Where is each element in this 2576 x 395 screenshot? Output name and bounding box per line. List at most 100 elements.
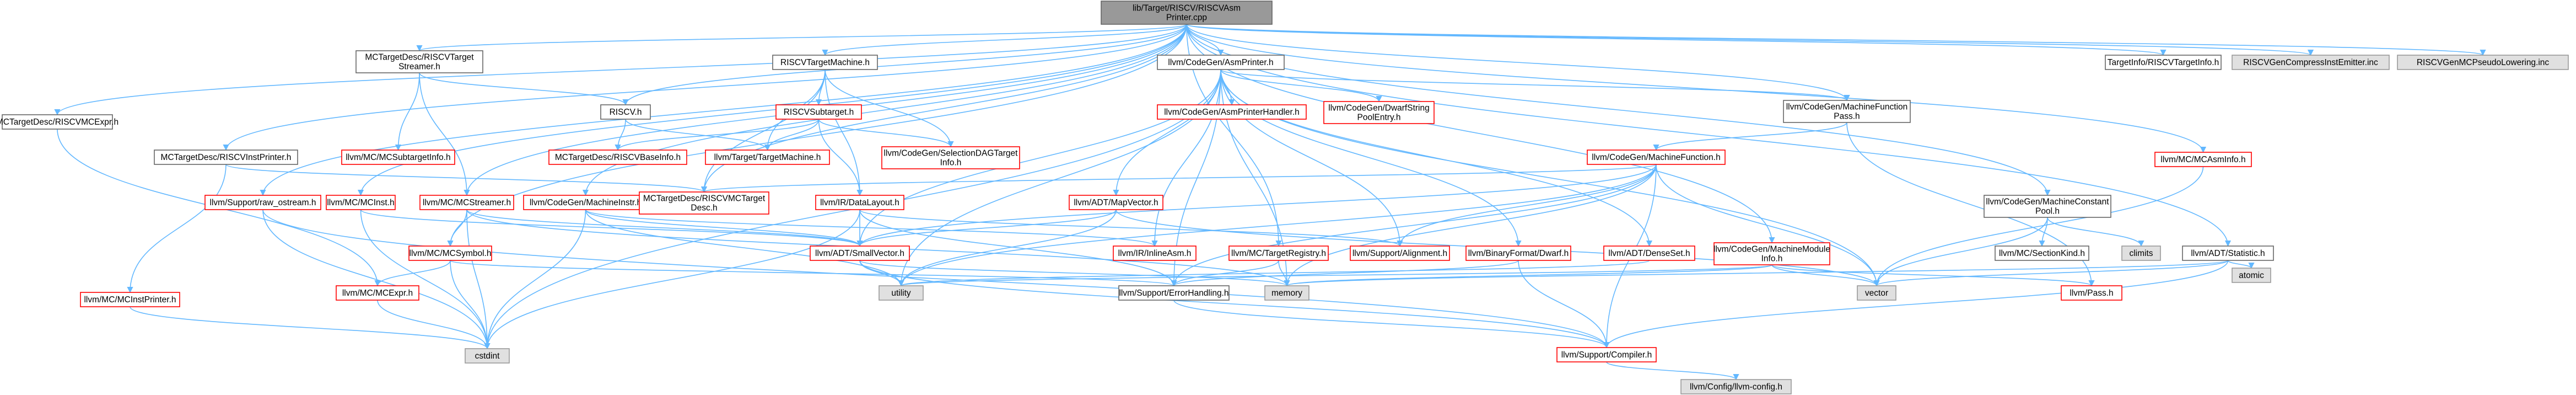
node-label: llvm/Target/TargetMachine.h bbox=[714, 153, 821, 162]
edge-compiler_h-to-llvmconfig_h bbox=[1606, 361, 1739, 381]
node-label: Info.h bbox=[940, 158, 962, 168]
edge-machinefunction_h-to-errorhandling_h bbox=[1171, 164, 1657, 287]
node-asmprinterhandler-h[interactable]: llvm/CodeGen/AsmPrinterHandler.h bbox=[1157, 104, 1307, 120]
node-mcstreamer-h[interactable]: llvm/MC/MCStreamer.h bbox=[419, 195, 514, 210]
edge-root-to-targetinfo_h bbox=[1186, 24, 2166, 56]
node-errorhandling-h[interactable]: llvm/Support/ErrorHandling.h bbox=[1118, 285, 1230, 301]
node-label: llvm/CodeGen/MachineFunction bbox=[1786, 103, 1908, 112]
node-densemapinfo-h[interactable]: llvm/ADT/DenseSet.h bbox=[1603, 245, 1695, 261]
edge-asmprinter_h-to-dwarfstring_h bbox=[1220, 69, 1382, 103]
node-box bbox=[355, 50, 483, 73]
node-compress-inc[interactable]: RISCVGenCompressInstEmitter.inc bbox=[2232, 55, 2390, 70]
edge-root-to-streamer_h bbox=[416, 24, 1187, 52]
node-inlineasm-h[interactable]: llvm/IR/InlineAsm.h bbox=[1113, 245, 1197, 261]
node-box bbox=[1713, 242, 1830, 265]
node-mcsubtargetinfo-h[interactable]: llvm/MC/MCSubtargetInfo.h bbox=[341, 150, 455, 165]
node-label: memory bbox=[1271, 289, 1302, 298]
node-label: Pool.h bbox=[2035, 207, 2060, 216]
node-label: llvm/IR/DataLayout.h bbox=[820, 198, 899, 207]
node-machinefunction-h[interactable]: llvm/CodeGen/MachineFunction.h bbox=[1587, 150, 1726, 165]
node-label: atomic bbox=[2239, 271, 2264, 280]
node-llvmconfig-h[interactable]: llvm/Config/llvm-config.h bbox=[1680, 379, 1792, 394]
node-label: RISCV.h bbox=[610, 108, 642, 117]
edge-machineinstr_h-to-utility bbox=[585, 209, 904, 287]
node-asmprinter-h[interactable]: llvm/CodeGen/AsmPrinter.h bbox=[1157, 55, 1285, 70]
node-utility[interactable]: utility bbox=[879, 285, 924, 301]
node-mcexpr2-h[interactable]: llvm/MC/MCExpr.h bbox=[336, 285, 419, 301]
edge-mcasminfo_h-to-vector bbox=[1873, 166, 2204, 287]
node-mcinst-h[interactable]: llvm/MC/MCInst.h bbox=[326, 195, 396, 210]
edge-mcexpr2_h-to-cstdint bbox=[377, 300, 491, 350]
node-label: PoolEntry.h bbox=[1357, 113, 1401, 122]
node-box bbox=[881, 146, 1020, 169]
node-mcsymbol-h[interactable]: llvm/MC/MCSymbol.h bbox=[408, 245, 492, 261]
node-box bbox=[1101, 1, 1273, 25]
edge-root-to-pseudo_inc bbox=[1186, 24, 2486, 56]
edge-statistic_h-to-atomic bbox=[2227, 260, 2255, 269]
node-machineinstr-h[interactable]: llvm/CodeGen/MachineInstr.h bbox=[523, 195, 648, 210]
node-rawostream-h[interactable]: llvm/Support/raw_ostream.h bbox=[204, 195, 321, 210]
node-pass-h[interactable]: llvm/Pass.h bbox=[2061, 285, 2122, 301]
node-riscvtm-h[interactable]: RISCVTargetMachine.h bbox=[772, 55, 878, 70]
node-cstdint[interactable]: cstdint bbox=[465, 348, 510, 364]
edge-root-to-riscv_h bbox=[622, 24, 1187, 106]
node-targetinfo-h[interactable]: TargetInfo/RISCVTargetInfo.h bbox=[2105, 55, 2222, 70]
node-statistic-h[interactable]: llvm/ADT/Statistic.h bbox=[2182, 245, 2274, 261]
node-box bbox=[1118, 285, 1230, 301]
node-box bbox=[775, 104, 862, 120]
edge-riscvtm_h-to-datalayout_h bbox=[824, 69, 863, 196]
node-vector[interactable]: vector bbox=[1857, 285, 1896, 301]
node-alignment-h[interactable]: llvm/Support/Alignment.h bbox=[1350, 245, 1450, 261]
node-atomic[interactable]: atomic bbox=[2232, 268, 2271, 283]
node-targetmachine-h[interactable]: llvm/Target/TargetMachine.h bbox=[705, 150, 830, 165]
edge-mcsymbol_h-to-errorhandling_h bbox=[450, 260, 1177, 287]
node-targetregistry-h[interactable]: llvm/MC/TargetRegistry.h bbox=[1228, 245, 1329, 261]
node-label: Info.h bbox=[1761, 254, 1783, 264]
node-mapvector-h[interactable]: llvm/ADT/MapVector.h bbox=[1069, 195, 1163, 210]
edge-mcstreamer_h-to-smallvector_h bbox=[466, 209, 863, 247]
edge-mfpass_h-to-machinefunction_h bbox=[1653, 122, 1847, 151]
edge-subtarget_h-to-seldag_h bbox=[818, 119, 954, 148]
node-sectionkind-h[interactable]: llvm/MC/SectionKind.h bbox=[1995, 245, 2089, 261]
node-riscv-h[interactable]: RISCV.h bbox=[600, 104, 651, 120]
node-label: MCTargetDesc/RISCVBaseInfo.h bbox=[555, 153, 681, 162]
node-mcexpr-h[interactable]: MCTargetDesc/RISCVMCExpr.h bbox=[0, 114, 118, 130]
node-binaryformat-h[interactable]: llvm/BinaryFormat/Dwarf.h bbox=[1465, 245, 1571, 261]
edge-constantpool_h-to-climits bbox=[2047, 217, 2144, 247]
node-pseudo-inc[interactable]: RISCVGenMCPseudoLowering.inc bbox=[2397, 55, 2569, 70]
node-label: llvm/Support/Alignment.h bbox=[1352, 249, 1447, 258]
edge-riscvtm_h-to-subtarget_h bbox=[815, 69, 826, 106]
node-label: llvm/ADT/DenseSet.h bbox=[1608, 249, 1690, 258]
node-compiler-h[interactable]: llvm/Support/Compiler.h bbox=[1556, 347, 1657, 362]
node-box bbox=[600, 104, 651, 120]
node-baseinfo-h[interactable]: MCTargetDesc/RISCVBaseInfo.h bbox=[548, 150, 687, 165]
edge-machinefunction_h-to-vector bbox=[1656, 164, 1880, 287]
edge-riscv_h-to-targetmachine_h bbox=[625, 119, 771, 151]
node-mcinstprinter-h[interactable]: llvm/MC/MCInstPrinter.h bbox=[80, 292, 180, 307]
node-mcasminfo-h[interactable]: llvm/MC/MCAsmInfo.h bbox=[2154, 152, 2252, 167]
edge-subtarget_h-to-baseinfo_h bbox=[615, 119, 820, 151]
node-label: lib/Target/RISCV/RISCVAsm bbox=[1133, 4, 1241, 13]
edge-riscvtm_h-to-seldag_h bbox=[824, 69, 954, 148]
node-datalayout-h[interactable]: llvm/IR/DataLayout.h bbox=[815, 195, 904, 210]
node-label: llvm/CodeGen/DwarfString bbox=[1328, 104, 1429, 113]
node-label: Desc.h bbox=[691, 204, 717, 213]
node-memory[interactable]: memory bbox=[1264, 285, 1309, 301]
edge-mcsymbol_h-to-mcexpr2_h bbox=[374, 260, 451, 287]
node-climits[interactable]: climits bbox=[2121, 245, 2161, 261]
node-subtarget-h[interactable]: RISCVSubtarget.h bbox=[775, 104, 862, 120]
node-smallvector-h[interactable]: llvm/ADT/SmallVector.h bbox=[810, 245, 910, 261]
node-instprinter-h[interactable]: MCTargetDesc/RISCVInstPrinter.h bbox=[154, 150, 298, 165]
edge-rawostream_h-to-cstdint bbox=[262, 209, 491, 350]
edge-machinefunction_h-to-alignment_h bbox=[1397, 164, 1657, 247]
node-label: llvm/CodeGen/SelectionDAGTarget bbox=[884, 149, 1018, 158]
